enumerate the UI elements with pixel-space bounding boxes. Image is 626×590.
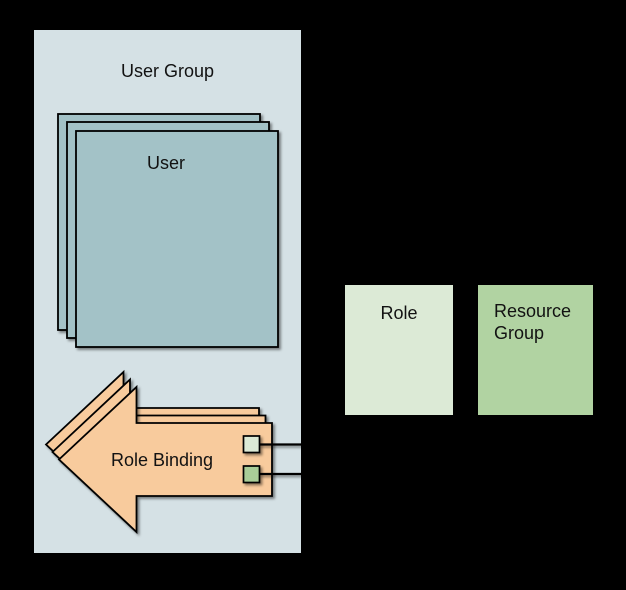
resource-group-box [478,285,593,415]
user-group-label: User Group [120,61,215,81]
role-binding-arrow-front [57,384,273,535]
role-binding-label: Role Binding [110,450,214,470]
resource-group-label: Resource Group [494,301,572,343]
role-box [345,285,453,415]
role-reference-square [242,435,261,454]
role-label: Role [380,303,418,323]
user-label: User [146,153,185,173]
user-box-front [75,130,279,348]
resource-group-reference-square [242,465,261,484]
